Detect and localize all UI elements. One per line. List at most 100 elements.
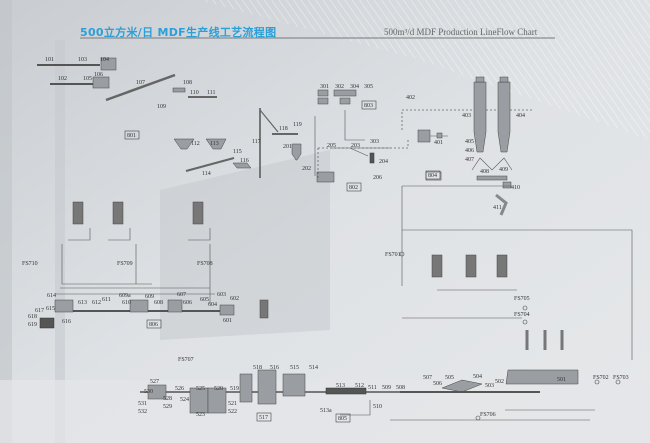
equipment-label-503: 503 [485, 383, 494, 389]
equipment-label-102: 102 [58, 76, 67, 82]
equipment-label-608: 608 [154, 300, 163, 306]
equipment-label-801: 801 [127, 133, 136, 139]
equipment-label-610: 610 [122, 300, 131, 306]
equipment-label-204: 204 [379, 159, 388, 165]
equipment-label-401: 401 [434, 140, 443, 146]
equipment-label-805: 805 [338, 416, 347, 422]
equipment-label-602: 602 [230, 296, 239, 302]
equipment-label-104: 104 [100, 57, 109, 63]
equipment-label-513a: 513a [320, 408, 332, 414]
equipment-label-526: 526 [175, 386, 184, 392]
equipment-label-119: 119 [293, 122, 302, 128]
label-frame [256, 412, 272, 422]
equipment-label-515: 515 [290, 365, 299, 371]
equipment-label-fs703: FS703 [613, 375, 629, 381]
equipment-label-fs706: FS706 [480, 412, 496, 418]
equipment-label-405: 405 [465, 139, 474, 145]
chart-title-english: 500m³/d MDF Production LineFlow Chart [384, 27, 538, 37]
glue-system [55, 201, 633, 360]
equipment-label-115: 115 [233, 149, 242, 155]
equipment-label-113: 113 [210, 141, 219, 147]
equipment-label-fs710: FS710 [22, 261, 38, 267]
equipment-label-603: 603 [217, 292, 226, 298]
equipment-label-609: 609 [145, 294, 154, 300]
label-frame [346, 182, 362, 192]
equipment-label-302: 302 [335, 84, 344, 90]
equipment-label-517: 517 [259, 415, 268, 421]
equipment-label-109: 109 [157, 104, 166, 110]
equipment-label-103: 103 [78, 57, 87, 63]
equipment-label-fs709: FS709 [117, 261, 133, 267]
equipment-label-619: 619 [28, 322, 37, 328]
equipment-label-107: 107 [136, 80, 145, 86]
equipment-label-112: 112 [191, 141, 200, 147]
equipment-label-fs704: FS704 [514, 312, 530, 318]
equipment-label-fs702: FS702 [593, 375, 609, 381]
chart-title-chinese: 500立方米/日 MDF生产线工艺流程图 [80, 26, 277, 39]
equipment-label-806: 806 [149, 322, 158, 328]
equipment-label-516: 516 [270, 365, 279, 371]
equipment-label-616: 616 [62, 319, 71, 325]
equipment-label-514: 514 [309, 365, 318, 371]
equipment-label-206: 206 [373, 175, 382, 181]
equipment-label-611: 611 [102, 297, 111, 303]
equipment-label-409: 409 [499, 167, 508, 173]
equipment-label-117: 117 [252, 139, 261, 145]
equipment-label-601: 601 [223, 318, 232, 324]
equipment-label-605: 605 [200, 297, 209, 303]
equipment-label-408: 408 [480, 169, 489, 175]
equipment-label-614: 614 [47, 293, 56, 299]
equipment-label-531: 531 [138, 401, 147, 407]
equipment-label-528: 528 [163, 396, 172, 402]
equipment-label-804: 804 [428, 173, 437, 179]
equipment-label-606: 606 [183, 300, 192, 306]
equipment-label-504: 504 [473, 374, 482, 380]
equipment-label-116: 116 [240, 158, 249, 164]
equipment-label-513: 513 [336, 383, 345, 389]
equipment-label-609a: 609a [119, 293, 131, 299]
equipment-label-519: 519 [230, 386, 239, 392]
equipment-label-524: 524 [180, 397, 189, 403]
equipment-label-518: 518 [253, 365, 262, 371]
equipment-label-521: 521 [228, 401, 237, 407]
equipment-label-508: 508 [396, 385, 405, 391]
equipment-label-530: 530 [144, 389, 153, 395]
equipment-label-403: 403 [462, 113, 471, 119]
equipment-label-510: 510 [373, 404, 382, 410]
equipment-label-612: 612 [92, 300, 101, 306]
equipment-label-fs707: FS707 [178, 357, 194, 363]
equipment-label-525: 525 [196, 386, 205, 392]
equipment-label-607: 607 [177, 292, 186, 298]
forming-pressing-line [39, 299, 621, 421]
equipment-label-205: 205 [327, 143, 336, 149]
equipment-label-303: 303 [370, 139, 379, 145]
equipment-label-407: 407 [465, 157, 474, 163]
equipment-label-402: 402 [406, 95, 415, 101]
equipment-label-532: 532 [138, 409, 147, 415]
equipment-label-305: 305 [364, 84, 373, 90]
label-frame [361, 100, 377, 110]
equipment-label-118: 118 [279, 126, 288, 132]
equipment-label-506: 506 [433, 381, 442, 387]
equipment-label-501: 501 [557, 377, 566, 383]
drying-section [317, 76, 532, 286]
equipment-label-618: 618 [28, 314, 37, 320]
equipment-label-114: 114 [202, 171, 211, 177]
equipment-label-101: 101 [45, 57, 54, 63]
equipment-label-105: 105 [83, 76, 92, 82]
equipment-label-111: 111 [207, 90, 216, 96]
equipment-label-106: 106 [94, 72, 103, 78]
equipment-label-520: 520 [214, 386, 223, 392]
equipment-label-fs701: FS701 [385, 252, 401, 258]
equipment-label-512: 512 [355, 383, 364, 389]
equipment-label-304: 304 [350, 84, 359, 90]
equipment-label-406: 406 [465, 148, 474, 154]
equipment-label-523: 523 [196, 412, 205, 418]
label-frame [124, 130, 140, 140]
equipment-label-110: 110 [190, 90, 199, 96]
equipment-label-803: 803 [364, 103, 373, 109]
